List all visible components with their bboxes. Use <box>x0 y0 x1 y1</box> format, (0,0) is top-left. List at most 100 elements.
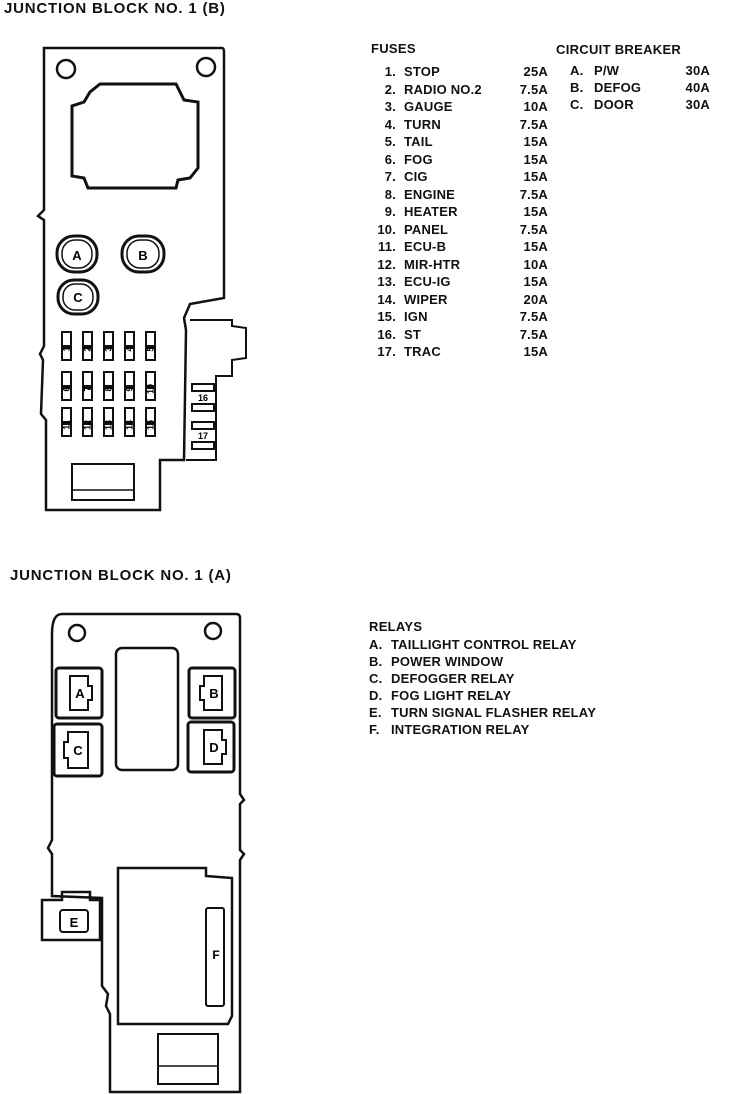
circuit-breaker-amperage: 30A <box>685 97 710 112</box>
block-a-relay-label: F <box>212 948 219 962</box>
fuse-slot-label: 6 <box>62 386 72 391</box>
fuse-number: 8. <box>384 186 396 202</box>
fuse-slot-label: 13 <box>104 420 114 430</box>
block-a-relay-label: E <box>70 915 79 930</box>
fuse-name: IGN <box>404 309 428 324</box>
fuse-slot-terminal <box>145 347 156 361</box>
block-a-relay-label: A <box>75 686 85 701</box>
fuse-slot <box>103 407 114 423</box>
fuse-slot-terminal <box>82 387 93 401</box>
fuse-amperage: 15A <box>523 204 548 219</box>
circuit-breaker-name: DOOR <box>594 97 634 112</box>
circuit-breaker-c: C <box>56 278 100 316</box>
relay-row: E.TURN SIGNAL FLASHER RELAY <box>369 705 669 721</box>
fuse-name: CIG <box>404 169 428 184</box>
fuse-number: 7. <box>384 169 396 184</box>
fuse-name: ECU-IG <box>404 274 451 289</box>
fuse-amperage: 20A <box>523 291 548 307</box>
fuse-amperage: 7.5A <box>519 309 548 324</box>
fuse-name: ECU-B <box>404 239 447 254</box>
block-b-side-connector <box>186 319 247 461</box>
fuse-name: ST <box>404 326 422 342</box>
fuse-number: 4. <box>384 116 396 132</box>
fuse-row: 7. CIG 15A <box>370 169 550 185</box>
fuse-number: 2. <box>384 81 396 97</box>
fuse-name: HEATER <box>404 204 458 219</box>
block-a-relay-label: B <box>209 686 218 701</box>
fuse-slot-terminal <box>145 423 156 437</box>
block-b-mount-hole-left <box>55 58 77 80</box>
fuse-amperage: 7.5A <box>519 186 548 202</box>
fuse-slot-terminal <box>103 423 114 437</box>
fuses-heading: FUSES <box>371 41 416 56</box>
fuse-slot <box>61 331 72 347</box>
junction-block-b-title: JUNCTION BLOCK NO. 1 (B) <box>4 0 226 17</box>
fuse-slot-label: 14 <box>125 420 135 430</box>
fuse-slot-label: 8 <box>104 386 114 391</box>
circuit-breaker-heading: CIRCUIT BREAKER <box>556 42 682 57</box>
relay-name: TAILLIGHT CONTROL RELAY <box>391 637 577 652</box>
fuse-slot-label: 1 <box>62 346 72 351</box>
block-b-relay-label: A <box>72 248 82 263</box>
fuse-amperage: 7.5A <box>519 326 548 342</box>
block-b-bottom-tab <box>71 463 135 501</box>
circuit-breaker-a: A <box>55 234 99 274</box>
block-b-relay-label: B <box>138 248 147 263</box>
circuit-breaker-row: C. DOOR 30A <box>556 97 716 113</box>
fuse-slot <box>124 407 135 423</box>
block-a-bottom-tab <box>157 1033 219 1085</box>
fuse-slot <box>124 331 135 347</box>
fuse-slot-terminal <box>82 423 93 437</box>
fuse-number: 3. <box>384 99 396 114</box>
circuit-breaker-letter: C. <box>570 97 584 112</box>
block-a-mount-hole-left <box>67 623 87 643</box>
circuit-breaker-b: B <box>120 234 166 274</box>
fuse-name: GAUGE <box>404 99 453 114</box>
relay-letter: A. <box>369 637 383 652</box>
fuse-slot-terminal <box>145 387 156 401</box>
fuse-slot-terminal <box>61 347 72 361</box>
relays-heading: RELAYS <box>369 619 423 634</box>
fuse-slot-terminal <box>124 387 135 401</box>
fuse-slot <box>103 331 114 347</box>
fuse-slot-label: 4 <box>125 346 135 351</box>
relay-letter: B. <box>369 654 383 669</box>
fuse-name: PANEL <box>404 221 449 237</box>
relay-a: A <box>54 666 104 720</box>
fuse-amperage: 15A <box>523 169 548 184</box>
fuse-slot-label: 7 <box>83 386 93 391</box>
block-b-relay-label: C <box>73 290 83 305</box>
relay-name: TURN SIGNAL FLASHER RELAY <box>391 705 597 720</box>
fuse-slot <box>82 331 93 347</box>
relay-name: DEFOGGER RELAY <box>391 671 515 686</box>
fuse-slot <box>191 383 215 392</box>
fuse-slot-terminal <box>103 387 114 401</box>
relay-name: POWER WINDOW <box>391 654 504 669</box>
fuse-name: TURN <box>404 116 441 132</box>
fuse-amperage: 15A <box>523 151 548 167</box>
relay-letter: F. <box>369 722 380 737</box>
fuse-slot-terminal <box>191 403 215 412</box>
relay-row: B. POWER WINDOW <box>369 654 669 670</box>
fuse-amperage: 15A <box>523 134 548 149</box>
fuse-slot <box>145 407 156 423</box>
fuse-slot <box>82 407 93 423</box>
fuse-name: ENGINE <box>404 186 456 202</box>
fuse-number: 10. <box>377 221 396 237</box>
block-a-relay-label: C <box>73 743 83 758</box>
block-b-center-opening <box>70 82 200 190</box>
fuse-name: STOP <box>404 64 440 79</box>
fuse-amperage: 25A <box>523 64 548 79</box>
fuse-number: 5. <box>384 134 396 149</box>
fuse-slot <box>61 407 72 423</box>
junction-block-a-diagram: A B C D E F <box>40 612 246 1094</box>
fuse-slot-label: 9 <box>125 386 135 391</box>
fuse-amperage: 7.5A <box>519 221 548 237</box>
